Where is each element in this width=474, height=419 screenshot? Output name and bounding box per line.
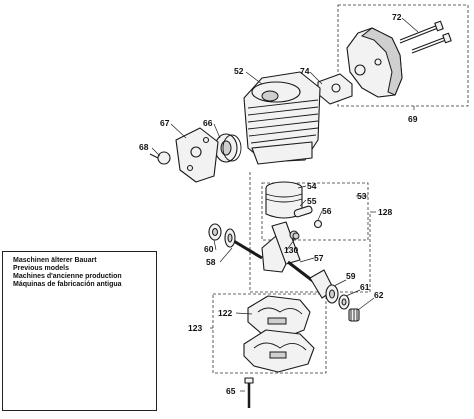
intake-flange bbox=[214, 133, 242, 163]
oil-seal-left bbox=[208, 223, 222, 241]
piston-pin bbox=[293, 205, 313, 218]
callout-128: 128 bbox=[378, 207, 392, 217]
callout-67: 67 bbox=[160, 118, 170, 128]
callout-54: 54 bbox=[307, 181, 317, 191]
callout-72: 72 bbox=[392, 12, 402, 22]
needle-cage bbox=[348, 308, 360, 322]
callout-65: 65 bbox=[226, 386, 236, 396]
exhaust-gasket bbox=[317, 73, 353, 105]
snap-ring bbox=[313, 219, 323, 229]
callout-130: 130 bbox=[284, 245, 298, 255]
callout-60: 60 bbox=[204, 244, 214, 254]
base-screw bbox=[244, 377, 254, 408]
legend-line-spanish: Máquinas de fabricación antigua bbox=[13, 281, 122, 288]
cylinder bbox=[243, 71, 321, 165]
callout-122: 122 bbox=[218, 308, 232, 318]
group-box-128 bbox=[249, 172, 371, 293]
callout-58: 58 bbox=[206, 257, 216, 267]
piston bbox=[265, 181, 303, 219]
leader-lines bbox=[50, 17, 419, 392]
crankcase-lower bbox=[243, 329, 315, 373]
hose-clip bbox=[149, 151, 171, 165]
callout-123: 123 bbox=[188, 323, 202, 333]
callout-68: 68 bbox=[139, 142, 149, 152]
callout-labels: 52 74 72 69 66 67 68 54 53 55 56 128 130… bbox=[36, 12, 418, 396]
callout-57: 57 bbox=[314, 253, 324, 263]
group-box-53 bbox=[261, 182, 369, 241]
cylinder-cover bbox=[346, 27, 403, 98]
legend-line-french: Machines d'ancienne production bbox=[13, 273, 122, 280]
callout-59: 59 bbox=[346, 271, 356, 281]
cover-screws bbox=[399, 20, 452, 54]
callout-74: 74 bbox=[300, 66, 310, 76]
callout-52: 52 bbox=[234, 66, 244, 76]
callout-56: 56 bbox=[322, 206, 332, 216]
carburetor-mount bbox=[175, 127, 219, 183]
bearing-right bbox=[325, 284, 339, 304]
callout-53: 53 bbox=[357, 191, 367, 201]
circlip bbox=[292, 232, 300, 240]
callout-62: 62 bbox=[374, 290, 384, 300]
group-box-123 bbox=[212, 293, 327, 374]
callout-69: 69 bbox=[408, 114, 418, 124]
legend-line-english: Previous models bbox=[13, 265, 70, 272]
callout-66: 66 bbox=[203, 118, 213, 128]
oil-seal-right bbox=[338, 294, 350, 310]
callout-61: 61 bbox=[360, 282, 370, 292]
bearing-left bbox=[224, 228, 236, 248]
crankcase-upper bbox=[247, 295, 311, 339]
callout-55: 55 bbox=[307, 196, 317, 206]
previous-models-legend: Maschinen älterer Bauart Previous models… bbox=[2, 251, 157, 411]
legend-line-german: Maschinen älterer Bauart bbox=[13, 257, 97, 264]
group-box-69 bbox=[337, 4, 469, 107]
